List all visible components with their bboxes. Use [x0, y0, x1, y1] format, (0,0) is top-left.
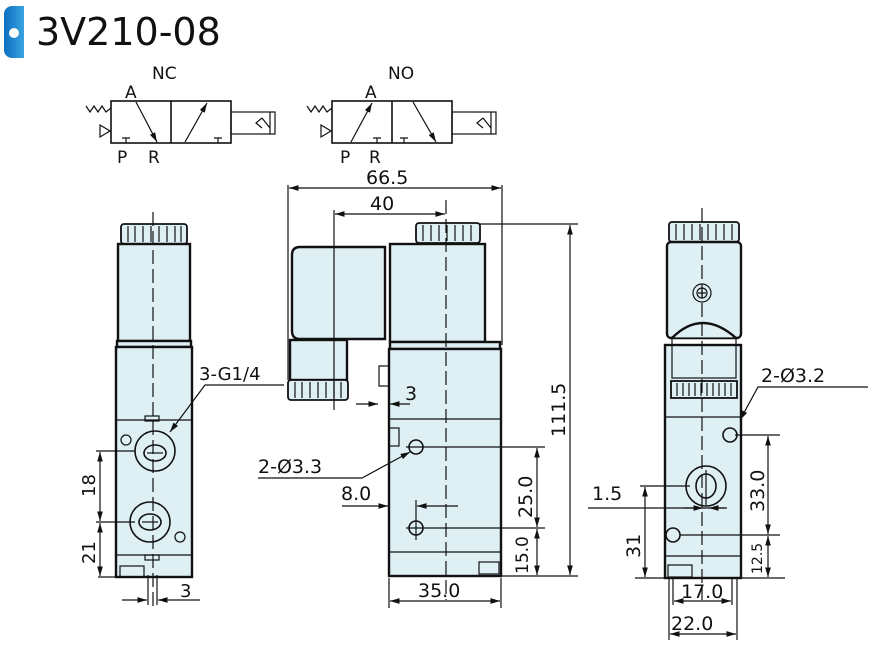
dim-inner-width: 17.0	[681, 581, 723, 603]
dim-hole-pitch: 25.0	[515, 476, 537, 518]
dim-hole-bottom: 15.0	[513, 536, 533, 574]
callout-mount-holes: 2-Ø3.2	[761, 365, 825, 387]
valve-body	[387, 347, 503, 578]
coil-housing	[116, 242, 192, 343]
no-port-a: A	[365, 83, 377, 103]
coil-housing	[388, 242, 487, 344]
valve-body	[663, 343, 743, 580]
dim-body-width: 35.0	[418, 580, 460, 602]
side-view: 66.5 40 111.5 3 2-Ø3.3 8.0 25.0 15.0 35.…	[258, 167, 578, 608]
dim-overall-height: 111.5	[548, 383, 570, 437]
end-view: 2-Ø3.2 33.0 12.5 1.5 31 17.0 22.0	[588, 208, 868, 640]
dim-body-width: 22.0	[671, 613, 713, 635]
nc-port-p: P	[117, 148, 127, 168]
no-port-p: P	[340, 148, 350, 168]
model-title: 3V210-08	[36, 10, 221, 54]
port-callout: 3-G1/4	[199, 364, 261, 385]
dim-pitch-lower: 21	[79, 541, 100, 564]
dim-hole-pitch: 33.0	[747, 470, 769, 512]
pilot-icon	[99, 123, 112, 139]
nc-port-r: R	[148, 148, 160, 168]
dim-hole-offset: 8.0	[341, 483, 371, 505]
no-symbol: NO A P R	[306, 64, 497, 168]
dim-port-offset: 1.5	[592, 483, 622, 505]
dim-hole-bottom: 12.5	[750, 543, 766, 574]
nc-label: NC	[152, 64, 177, 84]
knurled-nut	[668, 221, 740, 243]
dim-coil-to-center: 40	[370, 193, 394, 215]
spring-icon	[306, 104, 333, 114]
no-label: NO	[388, 64, 414, 84]
dim-connector-offset: 3	[405, 383, 417, 405]
dim-overall-width: 66.5	[366, 167, 408, 189]
callout-mount-holes: 2-Ø3.3	[258, 456, 322, 478]
nc-symbol: NC A P R	[85, 64, 276, 168]
solenoid-icon	[451, 111, 497, 135]
no-port-r: R	[369, 148, 381, 168]
dim-pitch-upper: 18	[79, 474, 100, 497]
spring-icon	[85, 104, 112, 114]
knurled-nut	[120, 223, 188, 245]
front-view: 3-G1/4 18 21 3	[79, 212, 284, 610]
nc-port-a: A	[125, 83, 137, 103]
dim-port-height: 31	[623, 534, 645, 558]
solenoid-icon	[230, 111, 276, 135]
title-badge-icon	[4, 6, 24, 58]
title-block: 3V210-08	[4, 4, 221, 60]
connector-plug	[290, 245, 387, 341]
dim-offset-bottom: 3	[180, 581, 191, 602]
valve-body	[114, 345, 194, 579]
pilot-icon	[320, 123, 333, 139]
